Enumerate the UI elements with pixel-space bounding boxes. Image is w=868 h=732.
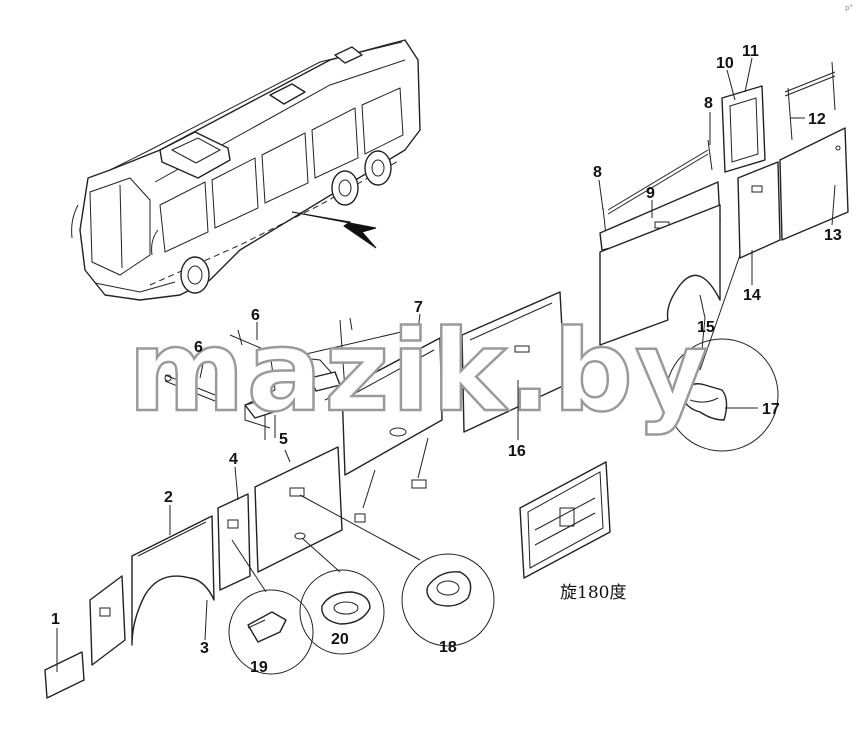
callout-14: 14 bbox=[743, 287, 761, 304]
panel-16 bbox=[461, 291, 566, 433]
panel-1 bbox=[44, 651, 85, 699]
callout-5: 5 bbox=[279, 431, 288, 448]
callout-12: 12 bbox=[808, 111, 826, 128]
callout-20: 20 bbox=[331, 631, 349, 648]
rotate-note: 旋180度 bbox=[560, 583, 626, 603]
front-frame-brackets bbox=[164, 317, 411, 440]
rotated-panel bbox=[519, 461, 611, 579]
callout-10: 10 bbox=[716, 55, 734, 72]
callout-3: 3 bbox=[200, 640, 209, 657]
detail-circle-18 bbox=[401, 553, 495, 647]
corner-mark: p° bbox=[845, 4, 853, 12]
detail-circle-19 bbox=[228, 589, 314, 675]
callout-16: 16 bbox=[508, 443, 526, 460]
callout-6a: 6 bbox=[251, 307, 260, 324]
panel-large-center bbox=[341, 337, 443, 476]
detail-circle-17 bbox=[665, 338, 779, 452]
panel-14 bbox=[737, 161, 781, 259]
callout-8b: 8 bbox=[704, 95, 713, 112]
callout-17: 17 bbox=[762, 401, 780, 418]
leader-lines bbox=[56, 57, 836, 672]
watermark-text: mazik.by bbox=[128, 307, 710, 437]
side-panel-set-rear bbox=[599, 139, 721, 346]
panel-4 bbox=[217, 493, 251, 591]
panel-3 bbox=[89, 575, 126, 666]
window-frame-11 bbox=[721, 85, 766, 173]
callout-13: 13 bbox=[824, 227, 842, 244]
callout-4: 4 bbox=[229, 451, 238, 468]
callout-19: 19 bbox=[250, 659, 268, 676]
callout-9: 9 bbox=[646, 185, 655, 202]
callout-6b: 6 bbox=[194, 339, 203, 356]
direction-arrow bbox=[291, 211, 377, 249]
panel-13 bbox=[779, 127, 849, 241]
panel-2-wheel-arch bbox=[131, 515, 215, 646]
callout-8a: 8 bbox=[593, 164, 602, 181]
callout-2: 2 bbox=[164, 489, 173, 506]
callout-1: 1 bbox=[51, 611, 60, 628]
detail-circle-20 bbox=[299, 569, 385, 655]
callout-11: 11 bbox=[742, 43, 759, 60]
callout-7: 7 bbox=[414, 299, 423, 316]
panel-5 bbox=[254, 446, 343, 573]
callout-18: 18 bbox=[439, 639, 457, 656]
callout-15: 15 bbox=[697, 319, 715, 336]
bus-overview bbox=[71, 39, 421, 301]
